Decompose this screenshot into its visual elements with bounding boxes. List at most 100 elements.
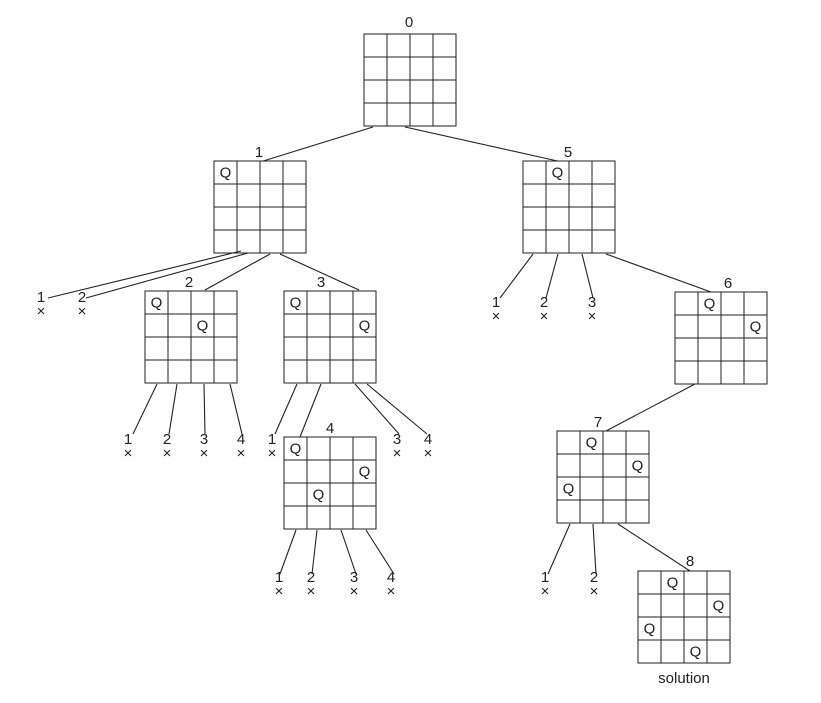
dead-end-label: 3 [200, 431, 208, 448]
board-cell [683, 570, 708, 595]
dead-end-leaves: 1×2×1×2×3×4×1×3×4×1×2×3×4×1×2×3×1×2× [37, 250, 598, 600]
board-cell [720, 291, 745, 316]
board-cell [432, 79, 457, 104]
board-cell [625, 430, 650, 455]
board-cell [213, 290, 238, 315]
board-cell [591, 229, 616, 254]
board-cell [386, 79, 411, 104]
dead-end-edge [168, 383, 178, 435]
board-cell [306, 313, 331, 338]
board-cell [386, 56, 411, 81]
node-label: 0 [405, 14, 413, 31]
board-cell [432, 33, 457, 58]
board-cell [556, 499, 581, 524]
queen-icon: Q [290, 295, 302, 312]
board-cell [706, 570, 731, 595]
board-cell [329, 436, 354, 461]
tree-edges [204, 126, 712, 572]
board-cell [236, 183, 261, 208]
board-cell [522, 160, 547, 185]
tree-edge-n5-n6 [605, 253, 712, 293]
node-label: 2 [185, 274, 193, 291]
board-cell [432, 56, 457, 81]
queen-icon: Q [563, 481, 575, 498]
dead-end-label: 2 [540, 294, 548, 311]
queen-icon: Q [313, 487, 325, 504]
board-cell [259, 160, 284, 185]
board-node-3: QQ3 [283, 274, 377, 384]
board-cell [591, 183, 616, 208]
dead-end-label: 4 [424, 431, 432, 448]
dead-end-n5-3: 3× [581, 253, 597, 325]
board-cell [743, 291, 768, 316]
dead-end-n1-2: 2× [78, 252, 249, 320]
board-cell [363, 56, 388, 81]
cross-icon: × [424, 445, 433, 462]
dead-end-n5-2: 2× [540, 253, 559, 325]
queen-icon: Q [750, 319, 762, 336]
cross-icon: × [393, 445, 402, 462]
board-cell [283, 459, 308, 484]
board-cell [674, 291, 699, 316]
board-cell [579, 453, 604, 478]
board-cell [282, 229, 307, 254]
board-cell [545, 229, 570, 254]
board-cell [706, 616, 731, 641]
board-cell [329, 482, 354, 507]
queen-icon: Q [586, 435, 598, 452]
board-cell [329, 459, 354, 484]
queen-icon: Q [220, 165, 232, 182]
cross-icon: × [200, 445, 209, 462]
cross-icon: × [350, 583, 359, 600]
node-label: 8 [686, 553, 694, 570]
solution-caption: solution [658, 670, 710, 687]
board-cell [579, 499, 604, 524]
queen-icon: Q [552, 165, 564, 182]
board-cell [697, 337, 722, 362]
dead-end-edge [279, 529, 297, 575]
dead-end-edge [311, 529, 318, 575]
board-cell [352, 359, 377, 384]
board-cell [409, 56, 434, 81]
board-cell [674, 314, 699, 339]
node-label: 5 [564, 144, 572, 161]
dead-end-edge [47, 250, 242, 299]
board-cell [660, 593, 685, 618]
board-cell [282, 160, 307, 185]
board-cell [602, 430, 627, 455]
board-cell [522, 206, 547, 231]
dead-end-edge [547, 523, 571, 575]
board-cell [637, 593, 662, 618]
board-cell [352, 482, 377, 507]
board-cell [190, 336, 215, 361]
board-node-2: QQ2 [144, 274, 238, 384]
dead-end-n4-2: 2× [307, 529, 318, 600]
queen-icon: Q [690, 644, 702, 661]
board-cell [329, 290, 354, 315]
cross-icon: × [540, 308, 549, 325]
board-cell [568, 206, 593, 231]
board-cell [568, 229, 593, 254]
board-node-6: QQ6 [674, 275, 768, 385]
cross-icon: × [237, 445, 246, 462]
dead-end-label: 3 [588, 294, 596, 311]
board-cell [144, 313, 169, 338]
dead-end-edge [203, 383, 206, 435]
dead-end-n2-3: 3× [200, 383, 209, 462]
board-cell [591, 206, 616, 231]
board-cell [591, 160, 616, 185]
dead-end-n3-3: 3× [354, 383, 402, 462]
board-cell [706, 639, 731, 664]
cross-icon: × [492, 308, 501, 325]
cross-icon: × [124, 445, 133, 462]
dead-end-edge [545, 253, 559, 299]
dead-end-n1-1: 1× [37, 250, 242, 320]
queen-icon: Q [290, 441, 302, 458]
node-label: 7 [594, 414, 602, 431]
node-label: 1 [255, 144, 263, 161]
board-node-5: Q5 [522, 144, 616, 254]
board-cell [306, 359, 331, 384]
cross-icon: × [588, 308, 597, 325]
